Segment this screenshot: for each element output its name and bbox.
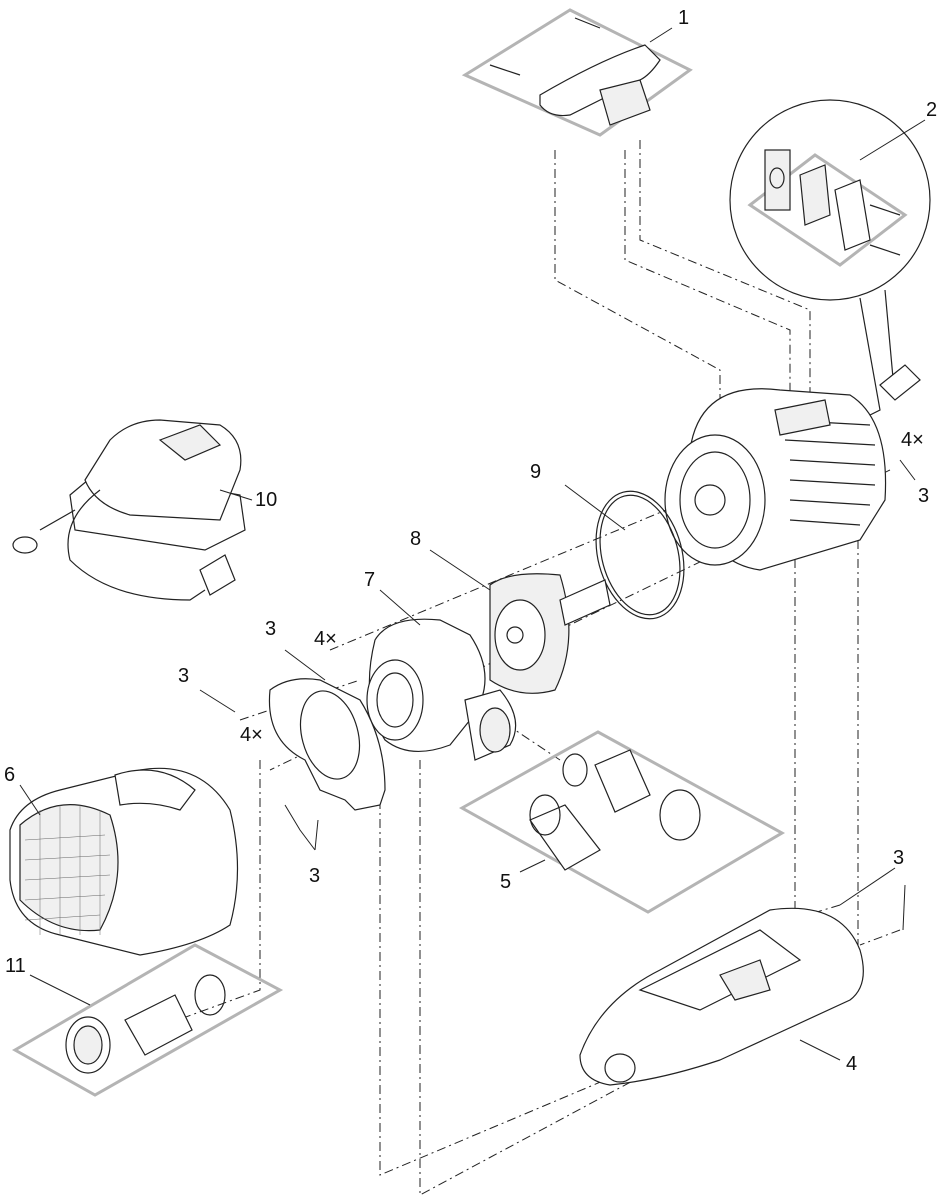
callout-11: 11 bbox=[5, 955, 26, 977]
callout-3-gasket: 3 bbox=[178, 665, 189, 687]
part-1-handle bbox=[461, 8, 693, 137]
motor-housing bbox=[664, 364, 921, 571]
part-11-inlet-kit bbox=[11, 943, 284, 1097]
callout-3-base-a: 3 bbox=[893, 847, 904, 869]
callout-4: 4 bbox=[846, 1053, 857, 1075]
callout-7: 7 bbox=[364, 569, 375, 591]
part-5-outlet-kit bbox=[458, 730, 786, 914]
part-9-o-ring bbox=[595, 490, 685, 620]
part-7-pump-chamber bbox=[366, 618, 517, 761]
callout-5: 5 bbox=[500, 871, 511, 893]
part-8-rotor bbox=[489, 573, 611, 694]
leader-lines bbox=[19, 27, 926, 1061]
part-2-connector-detail bbox=[729, 99, 931, 421]
callout-3-plate: 3 bbox=[309, 865, 320, 887]
callout-6: 6 bbox=[4, 764, 15, 786]
callout-8: 8 bbox=[410, 528, 421, 550]
callout-10: 10 bbox=[255, 489, 277, 511]
gasket-plate bbox=[268, 678, 386, 811]
callout-labels: 1 2 4× 3 9 8 7 10 3 4× 3 4× 3 6 5 11 3 3… bbox=[4, 7, 937, 1075]
quantity-4x-chamber: 4× bbox=[314, 628, 337, 650]
callout-9: 9 bbox=[530, 461, 541, 483]
part-6-filter-basket bbox=[9, 767, 239, 956]
callout-2: 2 bbox=[926, 99, 937, 121]
callout-3-motor: 3 bbox=[918, 485, 929, 507]
part-4-base-housing bbox=[579, 907, 864, 1086]
quantity-4x-gasket: 4× bbox=[240, 724, 263, 746]
callout-1: 1 bbox=[678, 7, 689, 29]
part-10-control-unit bbox=[12, 419, 246, 601]
callout-3-chamber: 3 bbox=[265, 618, 276, 640]
quantity-4x-motor: 4× bbox=[901, 429, 924, 451]
